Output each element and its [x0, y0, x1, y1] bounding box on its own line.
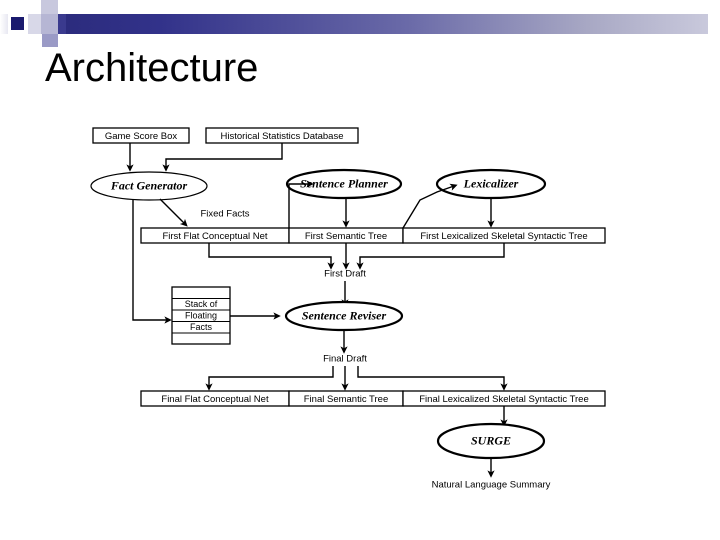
label-final-draft: Final Draft — [323, 354, 367, 365]
header-deco-square-3 — [27, 14, 41, 34]
box-final-semantic-tree-label: Final Semantic Tree — [304, 394, 388, 405]
edge-finaldraft-to-finalflatnet — [205, 366, 334, 391]
header-deco-square-8 — [10, 0, 28, 14]
header-gradient-bar — [40, 14, 708, 34]
edge-histstats-to-factgenerator — [162, 143, 283, 172]
box-final-flat-conceptual-net-label: Final Flat Conceptual Net — [161, 394, 269, 405]
edge-firstflatnet-to-sentenceplanner — [288, 180, 314, 228]
box-first-lexicalized-skeletal-syntactic-tree-label: First Lexicalized Skeletal Syntactic Tre… — [420, 231, 587, 242]
header-deco-square-4 — [41, 14, 58, 34]
box-game-score-box-label: Game Score Box — [105, 131, 178, 142]
box-stack-line-1: Stack of — [185, 299, 218, 309]
box-stack-line-3: Facts — [190, 322, 213, 332]
header-deco-square-10 — [8, 34, 28, 47]
label-fixed-facts: Fixed Facts — [200, 209, 249, 220]
process-sentence-planner — [285, 168, 403, 200]
edge-factgenerator-to-firstflatnet — [159, 198, 188, 227]
edge-factgenerator-to-stack — [132, 199, 172, 324]
process-fact-generator-label: Fact Generator — [110, 178, 188, 192]
edge-firstlexicalizedtree-to-firstdraft — [356, 243, 505, 270]
header-deco-square-7 — [58, 0, 68, 14]
edge-firstsemantictree-to-lexicalizer — [402, 183, 458, 229]
label-first-draft: First Draft — [324, 269, 366, 280]
header-deco-square-6 — [58, 14, 66, 34]
header-deco-square-2 — [0, 14, 10, 34]
process-fact-generator — [90, 171, 208, 201]
box-first-flat-conceptual-net-label: First Flat Conceptual Net — [162, 231, 267, 242]
label-natural-language-summary: Natural Language Summary — [432, 480, 551, 491]
box-stack-line-2: Floating — [185, 310, 217, 320]
process-lexicalizer-label: Lexicalizer — [463, 176, 519, 190]
process-sentence-planner-label: Sentence Planner — [300, 176, 388, 190]
header-deco-square-dark — [11, 17, 24, 30]
box-stack-of-floating-facts — [171, 286, 231, 345]
header-deco-square-5 — [41, 0, 58, 14]
header-deco-square-11 — [42, 34, 58, 47]
box-first-semantic-tree-label: First Semantic Tree — [305, 231, 387, 242]
edge-firstflatnet-to-firstdraft — [208, 243, 335, 270]
box-historical-statistics-database-label: Historical Statistics Database — [220, 131, 343, 142]
box-final-lexicalized-skeletal-syntactic-tree-label: Final Lexicalized Skeletal Syntactic Tre… — [419, 394, 589, 405]
process-surge-label: SURGE — [471, 433, 511, 447]
edge-finaldraft-to-finallexicalizedtree — [357, 366, 508, 391]
process-sentence-reviser-label: Sentence Reviser — [302, 308, 387, 322]
box-game-score-box — [92, 127, 190, 144]
page-title: Architecture — [45, 46, 259, 90]
